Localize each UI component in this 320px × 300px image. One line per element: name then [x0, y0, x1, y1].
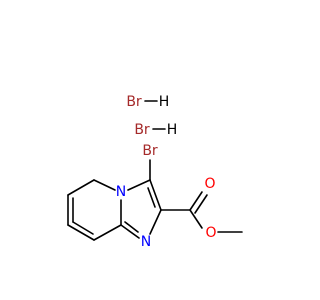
atom-n-ring: N	[141, 234, 151, 250]
bond-c3-c2-inner	[147, 187, 156, 208]
atom-o-carbonyl: O	[204, 176, 215, 192]
chemical-structure: Br H Br H Br N N	[0, 0, 300, 300]
bond-c2-n1	[149, 209, 162, 235]
salt-2-br-label: Br	[126, 94, 142, 110]
atom-br: Br	[142, 143, 158, 159]
bond-carbonyl-o-ester	[189, 209, 203, 229]
hbr-salt-1: Br H	[134, 122, 177, 138]
bond-c8-c5	[67, 224, 95, 241]
hbr-salt-2: Br H	[126, 94, 169, 110]
salt-2-h-label: H	[159, 94, 170, 110]
atom-o-ester: O	[205, 225, 216, 241]
bond-n1-c8a-inner	[124, 221, 139, 233]
bond-c6-c7	[67, 179, 95, 196]
bond-n1-c8a	[120, 224, 140, 239]
salt-1-h-label: H	[167, 122, 178, 138]
molecule-bonds	[67, 159, 243, 241]
atom-n-bridgehead: N	[116, 184, 126, 200]
salt-1-br-label: Br	[134, 122, 150, 138]
bond-carbonyl-o-double-b	[194, 194, 208, 214]
bond-c8-c5-inner	[72, 221, 94, 235]
bond-c3-c2	[149, 179, 162, 211]
canvas-background	[0, 0, 300, 300]
bond-c8a-c8	[93, 224, 122, 241]
bond-c7-n4	[93, 179, 116, 191]
bond-n4-c3	[127, 179, 151, 191]
molecule-atoms: Br N N O O	[116, 143, 217, 250]
bond-carbonyl-o-double-a	[189, 191, 203, 211]
